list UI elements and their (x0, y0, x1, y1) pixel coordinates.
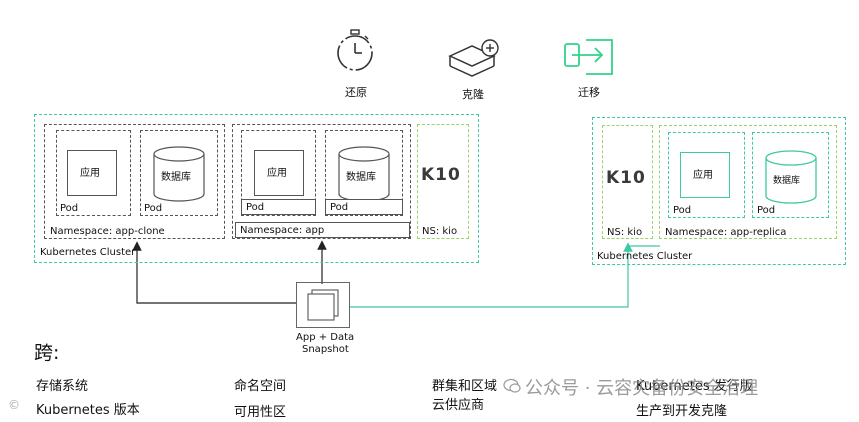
migrate-icon (562, 34, 622, 78)
pod-label: Pod (246, 202, 265, 213)
pod-label: Pod (673, 205, 692, 216)
migrate-label: 迁移 (578, 86, 600, 99)
pod-app-app (241, 130, 316, 216)
namespace-kio (602, 125, 653, 239)
pod-label: Pod (144, 203, 163, 214)
snapshot-icon (304, 287, 344, 323)
pod-replica-app (668, 132, 745, 218)
source-cluster-label: Kubernetes Cluster (40, 247, 136, 258)
database-icon: 数据库 (337, 146, 391, 202)
namespace-app (232, 124, 411, 239)
namespace-app-bar (235, 222, 410, 238)
feature-item: 云供应商 (432, 398, 485, 413)
feature-item: 可用性区 (234, 405, 287, 420)
arrow-to-app-clone (132, 241, 296, 304)
pod-label: Pod (757, 205, 776, 216)
feature-item: 命名空间 (234, 379, 287, 394)
namespace-app-clone (44, 124, 225, 239)
copyright-mark: © (8, 398, 20, 412)
watermark-text: 公众号 · 云容灾备份安全治理 (525, 378, 759, 399)
snapshot-label: App + Data (296, 332, 355, 343)
restore-label: 还原 (345, 86, 367, 99)
feature-item: 生产到开发克隆 (636, 404, 728, 419)
pod-app-clone-app (56, 130, 131, 216)
feature-item: Kubernetes 发行版 (636, 379, 753, 394)
pod-app-db (325, 130, 403, 216)
pod-bar (325, 199, 403, 215)
database-icon: 数据库 (764, 150, 818, 204)
database-icon: 数据库 (152, 146, 206, 202)
namespace-kio-label: NS: kio (607, 227, 643, 238)
namespace-app-replica (659, 125, 837, 239)
app-box: 应用 (67, 150, 117, 196)
wechat-icon (503, 378, 521, 394)
restore-icon (335, 26, 379, 78)
namespace-app-label: Namespace: app (240, 225, 325, 236)
pod-label: Pod (60, 203, 79, 214)
clone-icon (446, 38, 502, 82)
namespace-app-replica-label: Namespace: app-replica (665, 227, 787, 238)
arrow-to-target-cluster (350, 242, 633, 308)
feature-item: Kubernetes 版本 (36, 403, 140, 418)
namespace-app-clone-label: Namespace: app-clone (50, 226, 165, 237)
k10-logo: K10 (421, 165, 465, 185)
snapshot-label: Snapshot (302, 344, 349, 355)
namespace-kio-label: NS: kio (422, 226, 458, 237)
source-cluster (34, 114, 479, 263)
snapshot-outer (296, 282, 350, 328)
target-cluster (592, 117, 846, 265)
pod-replica-db (752, 132, 829, 218)
pod-label: Pod (330, 202, 349, 213)
feature-item: 存储系统 (36, 379, 89, 394)
clone-label: 克隆 (462, 88, 484, 101)
across-title: 跨: (34, 342, 60, 364)
namespace-kio (417, 124, 469, 239)
k10-logo: K10 (606, 168, 646, 188)
app-box: 应用 (680, 152, 730, 198)
target-cluster-label: Kubernetes Cluster (597, 251, 693, 262)
pod-bar (241, 199, 316, 215)
app-box: 应用 (254, 150, 304, 196)
feature-item: 群集和区域 (432, 379, 498, 394)
pod-app-clone-db (140, 130, 218, 216)
